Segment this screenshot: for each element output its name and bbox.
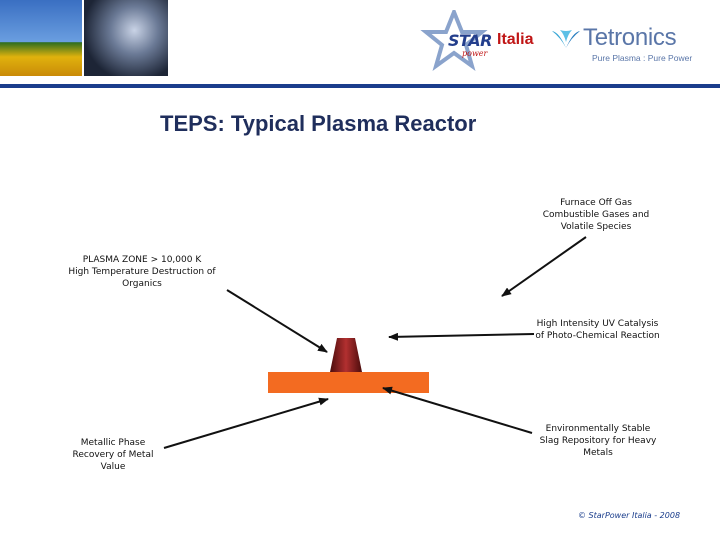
plasma-column	[330, 338, 362, 372]
page-title: TEPS: Typical Plasma Reactor	[160, 111, 477, 136]
callout-metallic-phase: Metallic Phase Recovery of Metal Value	[72, 438, 154, 472]
callout-furnace-off-gas: Furnace Off Gas Combustible Gases and Vo…	[542, 198, 650, 232]
tetronics-logo-icon	[552, 30, 580, 48]
callout-uv-catalysis: High Intensity UV Catalysis of Photo-Che…	[535, 319, 660, 341]
reactor-hearth	[268, 372, 429, 393]
header-rule	[0, 84, 720, 88]
tree-sunflower-photo	[0, 0, 82, 76]
callout-slag-repository: Environmentally Stable Slag Repository f…	[539, 424, 657, 458]
footer-copyright: © StarPower Italia - 2008	[578, 511, 681, 520]
arrow-uv	[388, 332, 535, 341]
plasma-torch-photo	[84, 0, 168, 76]
star-brand-text: STAR	[448, 31, 492, 50]
arrow-offgas	[501, 236, 587, 297]
star-power-logo-icon	[420, 10, 488, 72]
arrow-slag	[382, 386, 533, 434]
callout-plasma-zone: PLASMA ZONE > 10,000 K High Temperature …	[68, 255, 216, 289]
arrow-plasma-zone	[226, 289, 328, 353]
star-brand-subtext: power	[462, 49, 488, 58]
arrow-metal	[163, 397, 329, 449]
tetronics-brand-text: Tetronics	[583, 24, 677, 51]
tetronics-tagline: Pure Plasma : Pure Power	[592, 53, 693, 63]
star-brand-country: Italia	[497, 31, 534, 48]
